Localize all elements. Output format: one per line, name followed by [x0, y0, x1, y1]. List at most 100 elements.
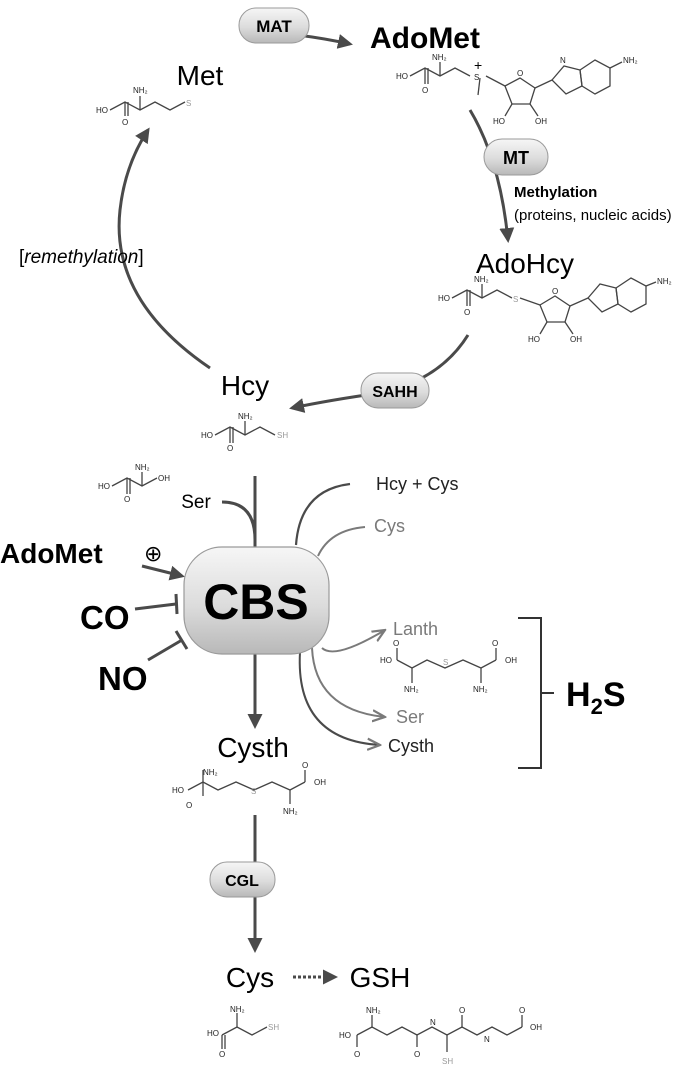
structure-adohcy: NH₂ HO O S O HO OH NH₂ — [438, 275, 672, 344]
enzyme-mt-label: MT — [503, 148, 529, 168]
enzyme-mat: MAT — [238, 7, 310, 44]
side-cys: Cys — [374, 516, 405, 536]
svg-text:HO: HO — [438, 294, 450, 303]
svg-text:NH₂: NH₂ — [238, 412, 253, 421]
svg-text:O: O — [459, 1006, 465, 1015]
svg-text:HO: HO — [96, 106, 108, 115]
svg-text:HO: HO — [380, 656, 392, 665]
svg-text:O: O — [354, 1050, 360, 1059]
svg-text:O: O — [302, 761, 308, 770]
svg-text:HO: HO — [339, 1031, 351, 1040]
svg-text:HO: HO — [172, 786, 184, 795]
svg-text:NH₂: NH₂ — [366, 1006, 381, 1015]
svg-text:O: O — [124, 495, 130, 504]
svg-text:NH₂: NH₂ — [623, 56, 638, 65]
inhibit-no-bar — [174, 630, 189, 650]
svg-text:O: O — [393, 639, 399, 648]
arrow-adomet-activates — [141, 564, 185, 581]
enzyme-cbs-label: CBS — [203, 574, 309, 630]
side-cysth: Cysth — [388, 736, 434, 756]
svg-text:HO: HO — [396, 72, 408, 81]
label-met: Met — [177, 60, 224, 91]
svg-text:NH₂: NH₂ — [203, 768, 218, 777]
label-cysth: Cysth — [217, 732, 289, 763]
structure-gsh: NH₂ HO O O N SH O N O OH — [339, 1006, 542, 1066]
svg-text:N: N — [430, 1018, 436, 1027]
svg-text:NH₂: NH₂ — [432, 53, 447, 62]
structure-cysth: NH₂ HO O S NH₂ O OH — [172, 761, 326, 816]
label-ser: Ser — [181, 492, 211, 513]
svg-text:SH: SH — [268, 1023, 279, 1032]
arrow-remethylation — [117, 127, 211, 370]
methylation-detail: (proteins, nucleic acids) — [514, 207, 672, 224]
svg-text:O: O — [517, 69, 523, 78]
line-ser-join — [221, 500, 257, 541]
svg-text:O: O — [227, 444, 233, 453]
label-gsh: GSH — [350, 962, 411, 993]
h2s-bracket — [518, 617, 554, 769]
svg-text:S: S — [513, 295, 518, 304]
structure-adomet: NH₂ HO O S + O HO OH N NH₂ — [396, 53, 638, 126]
label-cys: Cys — [226, 962, 274, 993]
inhibit-co — [134, 602, 177, 611]
svg-text:OH: OH — [314, 778, 326, 787]
svg-text:SH: SH — [277, 431, 288, 440]
svg-text:NH₂: NH₂ — [404, 685, 419, 694]
svg-text:S: S — [474, 73, 479, 82]
svg-text:O: O — [519, 1006, 525, 1015]
svg-text:HO: HO — [98, 482, 110, 491]
svg-text:N: N — [560, 56, 566, 65]
svg-text:O: O — [552, 287, 558, 296]
svg-text:NH₂: NH₂ — [135, 463, 150, 472]
svg-text:OH: OH — [535, 117, 547, 126]
enzyme-sahh: SAHH — [360, 372, 430, 409]
svg-text:HO: HO — [528, 335, 540, 344]
label-adomet: AdoMet — [370, 22, 480, 55]
methylation-title: Methylation — [514, 184, 597, 201]
svg-text:OH: OH — [505, 656, 517, 665]
svg-text:O: O — [219, 1050, 225, 1059]
svg-text:+: + — [474, 57, 482, 73]
svg-text:NH₂: NH₂ — [230, 1005, 245, 1014]
structure-lanth: HO O NH₂ S NH₂ O OH — [380, 639, 517, 694]
svg-text:OH: OH — [570, 335, 582, 344]
svg-text:NH₂: NH₂ — [474, 275, 489, 284]
enzyme-sahh-label: SAHH — [372, 384, 417, 401]
svg-text:NH₂: NH₂ — [283, 807, 298, 816]
svg-text:O: O — [492, 639, 498, 648]
regulator-no: NO — [98, 660, 148, 697]
label-h2s: H2S — [566, 676, 626, 719]
svg-text:S: S — [251, 787, 256, 796]
regulator-adomet: AdoMet — [0, 538, 103, 569]
svg-text:SH: SH — [442, 1057, 453, 1066]
svg-text:S: S — [443, 658, 448, 667]
arrow-cbs-to-lanth — [321, 630, 385, 653]
svg-text:O: O — [186, 801, 192, 810]
structure-ser: NH₂ HO O OH — [98, 463, 170, 504]
svg-text:OH: OH — [530, 1023, 542, 1032]
svg-text:NH₂: NH₂ — [473, 685, 488, 694]
svg-text:HO: HO — [201, 431, 213, 440]
svg-text:NH₂: NH₂ — [133, 86, 148, 95]
svg-text:O: O — [414, 1050, 420, 1059]
svg-text:O: O — [122, 118, 128, 127]
label-adohcy: AdoHcy — [476, 248, 574, 279]
remethylation-label: [remethylation] — [19, 247, 144, 268]
svg-text:HO: HO — [493, 117, 505, 126]
inhibit-co-bar — [174, 593, 179, 615]
svg-text:OH: OH — [158, 474, 170, 483]
regulator-plus-icon: ⊕ — [144, 541, 162, 566]
enzyme-cbs: CBS — [183, 546, 330, 655]
svg-text:N: N — [484, 1035, 490, 1044]
arrow-cbs-to-ser — [311, 647, 385, 717]
svg-text:S: S — [186, 99, 191, 108]
regulator-co: CO — [80, 599, 130, 636]
enzyme-cgl-label: CGL — [225, 873, 259, 890]
enzyme-mat-label: MAT — [256, 17, 292, 36]
inhibit-no — [147, 638, 183, 662]
arrow-cbs-to-cysth-side — [298, 651, 380, 745]
side-lanth: Lanth — [393, 619, 438, 639]
structure-hcy: NH₂ HO O SH — [201, 412, 288, 453]
side-hcy-cys: Hcy + Cys — [376, 474, 459, 494]
